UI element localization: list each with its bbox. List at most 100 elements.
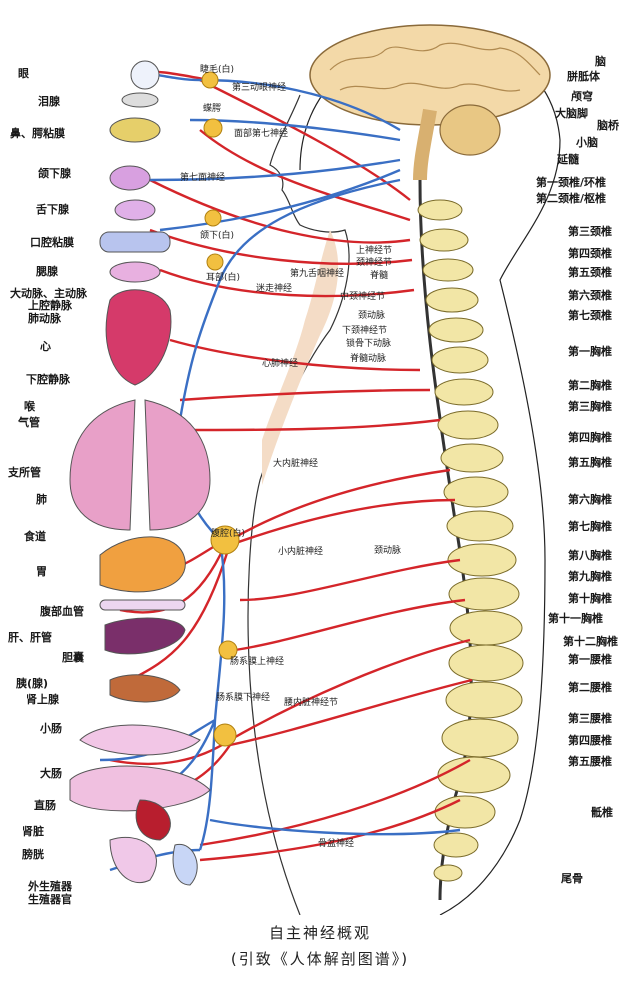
label-t3: 第三胸椎 [568, 400, 612, 413]
label-pancreas: 胰(腺) [16, 677, 49, 690]
label-middle-cervical-ganglion: 中颈神经节 [340, 292, 386, 302]
label-pulmonary-artery: 肺动脉 [28, 312, 61, 325]
label-external-genitalia: 外生殖器 [28, 880, 72, 893]
label-l3: 第三腰椎 [568, 712, 612, 725]
label-oral-mucosa: 口腔粘膜 [30, 236, 74, 249]
label-vagus-nerve: 迷走神经 [256, 284, 293, 294]
label-small-intestine: 小肠 [40, 722, 62, 735]
label-celiac-ganglion: 腹腔(白) [211, 529, 246, 539]
organs [69, 60, 211, 886]
label-cervical-ganglion: 颈神经节 [356, 258, 393, 268]
label-superior-ganglion: 上神经节 [356, 246, 393, 256]
neck-skin [262, 230, 339, 485]
label-rectum: 直肠 [34, 799, 56, 812]
label-esophagus: 食道 [24, 530, 46, 543]
label-l4: 第四腰椎 [568, 734, 612, 747]
label-eye: 眼 [18, 67, 29, 80]
label-stomach: 胃 [36, 565, 47, 578]
label-pelvic-nerve: 骨盆神经 [318, 839, 355, 849]
label-bronchi: 支所管 [8, 466, 41, 479]
label-c3: 第三颈椎 [568, 225, 612, 238]
label-reproductive-organs: 生殖器官 [28, 893, 72, 906]
label-glossopharyngeal-nerve: 第九舌咽神经 [290, 269, 345, 279]
label-t8: 第八胸椎 [568, 549, 612, 562]
face-outline [247, 94, 350, 915]
label-l5: 第五腰椎 [568, 755, 612, 768]
caption-title: 自主神经概观 [268, 924, 371, 942]
label-lung: 肺 [36, 493, 47, 506]
label-submandibular-gland: 颌下腺 [38, 167, 71, 180]
label-adrenal-gland: 肾上腺 [26, 693, 59, 706]
label-cardiopulmonary-nerve: 心肺神经 [262, 359, 299, 369]
label-t1: 第一胸椎 [568, 345, 612, 358]
label-trachea: 气管 [18, 416, 40, 429]
label-abdominal-vessels: 腹部血管 [40, 605, 84, 618]
label-superior-vena-cava: 上腔静脉 [28, 299, 72, 312]
label-cerebellum: 小脑 [576, 136, 598, 149]
label-cerebral-peduncle: 大脑脚 [555, 107, 588, 120]
label-kidney: 肾脏 [22, 825, 44, 838]
label-submandibular-ganglion: 颌下(白) [200, 231, 235, 241]
label-lesser-splanchnic-nerve: 小内脏神经 [278, 547, 324, 557]
label-subclavian-artery: 锁骨下动脉 [346, 339, 392, 349]
autonomic-nervous-system-diagram [69, 24, 561, 915]
label-larynx: 喉 [24, 400, 35, 413]
label-inferior-vena-cava: 下腔静脉 [26, 373, 70, 386]
label-t11: 第十一胸椎 [548, 612, 603, 625]
brainstem [413, 108, 437, 181]
label-sublingual-gland: 舌下腺 [36, 203, 69, 216]
label-t4: 第四胸椎 [568, 431, 612, 444]
label-t10: 第十胸椎 [568, 592, 612, 605]
label-t12: 第十二胸椎 [563, 635, 618, 648]
label-parotid-gland: 腮腺 [36, 265, 58, 278]
label-facial-nerve-upper: 面部第七神经 [234, 129, 289, 139]
sympathetic-nerves [99, 70, 473, 862]
label-superior-mesenteric: 肠系膜上神经 [230, 657, 285, 667]
label-brain: 脑 [595, 55, 606, 68]
label-t7: 第七胸椎 [568, 520, 612, 533]
label-pterygopalatine: 蝶腭 [203, 104, 222, 114]
label-corpus-callosum: 胼胝体 [567, 70, 600, 83]
body-outline [299, 39, 561, 915]
label-liver: 肝、肝管 [8, 631, 52, 644]
figure-caption: 自主神经概观 (引致《人体解剖图谱》) [0, 920, 640, 972]
label-c5: 第五颈椎 [568, 266, 612, 279]
label-lacrimal-gland: 泪腺 [38, 95, 60, 108]
caption-source: (引致《人体解剖图谱》) [230, 950, 410, 968]
label-large-intestine: 大肠 [40, 767, 62, 780]
label-c4: 第四颈椎 [568, 247, 612, 260]
label-fornix: 颅穹 [571, 90, 593, 103]
label-t5: 第五胸椎 [568, 456, 612, 469]
label-aorta: 大动脉、主动脉 [10, 287, 87, 300]
label-inferior-cervical-ganglion: 下颈神经节 [342, 326, 388, 336]
label-otic-ganglion: 耳部(白) [206, 273, 241, 283]
label-l2: 第二腰椎 [568, 681, 612, 694]
label-sacrum: 骶椎 [591, 806, 613, 819]
label-facial-nerve: 第七面神经 [180, 173, 226, 183]
label-l1: 第一腰椎 [568, 653, 612, 666]
label-medulla: 延髓 [557, 153, 579, 166]
label-pons: 脑桥 [597, 119, 619, 132]
label-carotid-upper: 颈动脉 [358, 311, 386, 321]
label-t2: 第二胸椎 [568, 379, 612, 392]
label-inferior-mesenteric: 肠系膜下神经 [216, 693, 271, 703]
label-t9: 第九胸椎 [568, 570, 612, 583]
label-heart: 心 [40, 340, 51, 353]
label-greater-splanchnic-nerve: 大内脏神经 [273, 459, 319, 469]
ganglia [201, 71, 240, 747]
label-c7: 第七颈椎 [568, 309, 612, 322]
label-ciliary: 睫毛(白) [200, 65, 235, 75]
label-nasal-mucosa: 鼻、腭粘膜 [10, 127, 65, 140]
label-oculomotor-nerve: 第三动眼神经 [232, 83, 287, 93]
label-gallbladder: 胆囊 [62, 651, 84, 664]
label-bladder: 膀胱 [22, 848, 44, 861]
label-t6: 第六胸椎 [568, 493, 612, 506]
label-lumbar-splanchnic-ganglion: 腰内脏神经节 [284, 698, 339, 708]
label-spinal-artery: 脊髓动脉 [350, 354, 387, 364]
label-spinal-cord: 脊髓 [370, 271, 389, 281]
brain-folds [329, 42, 541, 92]
spine [417, 179, 524, 901]
cerebellum [439, 104, 501, 156]
label-c2-axis: 第二颈椎/枢椎 [536, 192, 607, 205]
label-c1-atlas: 第一颈椎/环椎 [536, 176, 607, 189]
